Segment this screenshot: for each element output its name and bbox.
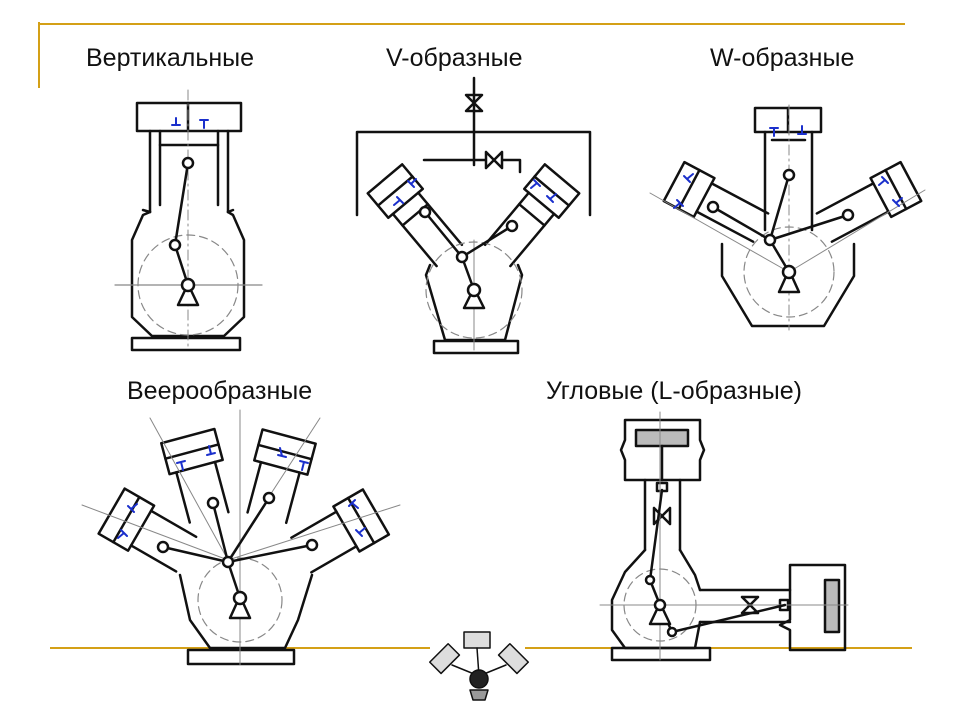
engine-icon (428, 631, 530, 701)
label-fan-shaped: Веерообразные (127, 377, 313, 405)
label-vertical: Вертикальные (86, 44, 255, 72)
v-compressor-diagram (355, 76, 592, 355)
vertical-compressor-diagram (114, 89, 263, 352)
w-compressor-diagram (649, 104, 926, 331)
label-w-shaped: W-образные (710, 44, 855, 72)
label-v-shaped: V-образные (386, 44, 523, 72)
fan-compressor-diagram (81, 409, 401, 666)
angular-compressor-diagram (599, 411, 849, 662)
label-angular: Угловые (L-образные) (546, 377, 802, 405)
